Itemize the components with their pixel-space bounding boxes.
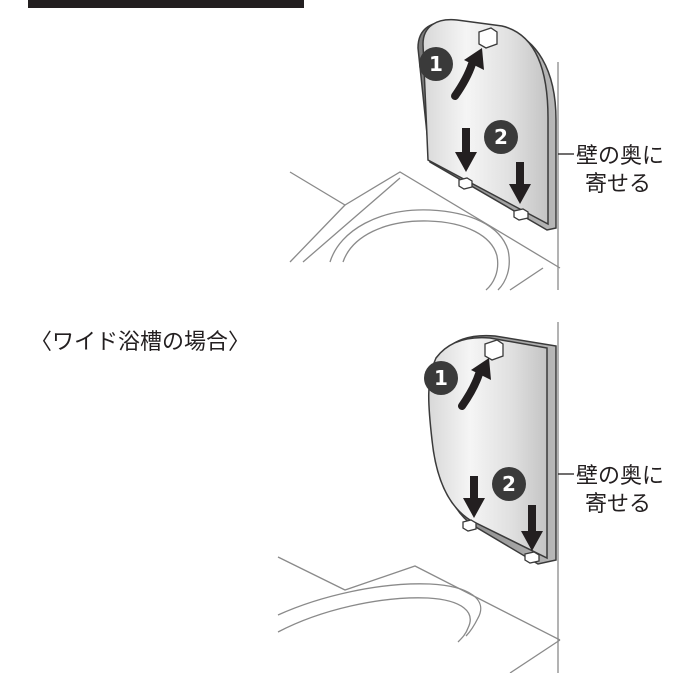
step-number-1: 1: [429, 52, 443, 76]
arrow-step-2-right: [509, 162, 531, 204]
step-badge-1: 1: [419, 47, 453, 81]
step-badge-1-wide: 1: [424, 361, 458, 395]
step-badge-2: 2: [484, 120, 518, 154]
callout-text-line-2: 寄せる: [585, 172, 651, 197]
arrow-step-1: [451, 48, 484, 100]
figure-1: 1 2 壁の奥に 寄せる: [289, 18, 664, 291]
arrow-step-2-left: [455, 128, 477, 172]
bathtub-outline-wide: [277, 322, 561, 673]
clip-top: [478, 27, 498, 49]
step-number-2-wide: 2: [502, 472, 516, 496]
clip-bottom-right: [513, 208, 529, 221]
clip-bottom-left: [458, 177, 473, 190]
section-heading: 〈ワイド浴槽の場合〉: [30, 330, 250, 355]
header-bar: [28, 0, 304, 8]
callout-text-line-1-wide: 壁の奥に: [576, 464, 664, 489]
arrow-step-1-wide: [458, 358, 491, 410]
clip-top-2: [484, 339, 504, 361]
step-number-2: 2: [494, 125, 508, 149]
cover-panel-wide: [428, 334, 557, 565]
arrow-step-2-left-wide: [463, 476, 485, 518]
callout-text-line-2-wide: 寄せる: [585, 492, 651, 517]
figure-2: 〈ワイド浴槽の場合〉: [30, 322, 664, 673]
clip-bottom-left-2: [462, 519, 477, 532]
clip-bottom-right-2: [524, 551, 540, 564]
arrow-step-2-right-wide: [521, 505, 543, 551]
bathtub-outline: [289, 62, 561, 291]
step-badge-2-wide: 2: [492, 467, 526, 501]
callout-text-line-1: 壁の奥に: [576, 144, 664, 169]
step-number-1-wide: 1: [434, 366, 448, 390]
